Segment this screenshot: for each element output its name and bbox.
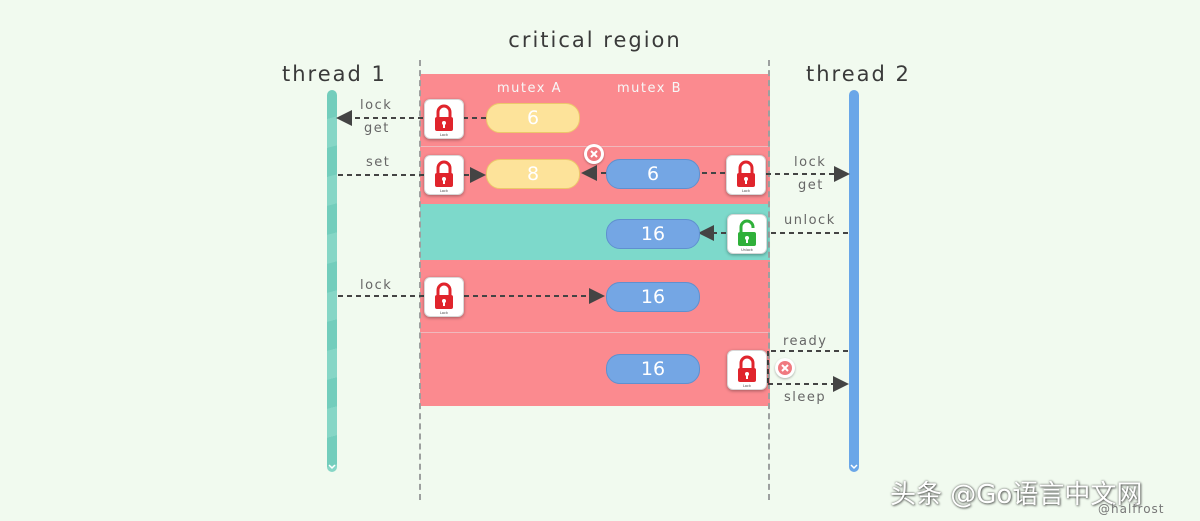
credit-label: @halfrost <box>1098 502 1165 516</box>
label-set: set <box>366 155 391 170</box>
mutex-a-value-pill: 6 <box>486 103 580 133</box>
unlock-icon: Unlock <box>727 214 767 254</box>
svg-text:Lock: Lock <box>440 311 449 315</box>
svg-text:Unlock: Unlock <box>741 248 754 252</box>
row-separator <box>420 332 770 333</box>
lock-icon: Lock <box>726 155 766 195</box>
thread2-timeline <box>849 90 859 472</box>
mutex-a-value-pill: 8 <box>486 159 580 189</box>
mutex-b-value-pill: 16 <box>606 219 700 249</box>
mutex-b-value-pill: 16 <box>606 354 700 384</box>
thread1-title: thread 1 <box>282 62 387 86</box>
label-lock-row2: lock <box>794 155 827 170</box>
critical-region-right-boundary <box>768 60 770 500</box>
critical-region-band-bottom <box>420 260 770 406</box>
lock-icon: Lock <box>424 155 464 195</box>
lock-icon: Lock <box>424 99 464 139</box>
lock-icon: Lock <box>727 350 767 390</box>
mutex-b-label: mutex B <box>617 81 683 96</box>
label-get-row1: get <box>364 121 390 136</box>
label-lock-row1: lock <box>360 98 393 113</box>
conflict-x-icon <box>584 144 604 164</box>
thread2-title: thread 2 <box>806 62 911 86</box>
label-sleep: sleep <box>784 390 827 405</box>
diagram-title: critical region <box>508 28 682 52</box>
mutex-b-value-pill: 16 <box>606 282 700 312</box>
chevron-down-icon <box>850 464 858 470</box>
svg-text:Lock: Lock <box>440 189 449 193</box>
label-lock-row4: lock <box>360 278 393 293</box>
svg-text:Lock: Lock <box>440 133 449 137</box>
svg-text:Lock: Lock <box>742 189 751 193</box>
svg-text:Lock: Lock <box>743 384 752 388</box>
critical-region-left-boundary <box>419 60 421 500</box>
label-get-row2: get <box>798 178 824 193</box>
lock-icon: Lock <box>424 277 464 317</box>
label-ready: ready <box>783 334 828 349</box>
watermark: 头条 @Go语言中文网 <box>890 480 1143 510</box>
conflict-x-icon <box>775 358 795 378</box>
chevron-down-icon <box>328 464 336 470</box>
mutex-b-value-pill: 6 <box>606 159 700 189</box>
thread1-timeline <box>327 90 337 472</box>
label-unlock: unlock <box>784 213 836 228</box>
mutex-a-label: mutex A <box>497 81 562 96</box>
